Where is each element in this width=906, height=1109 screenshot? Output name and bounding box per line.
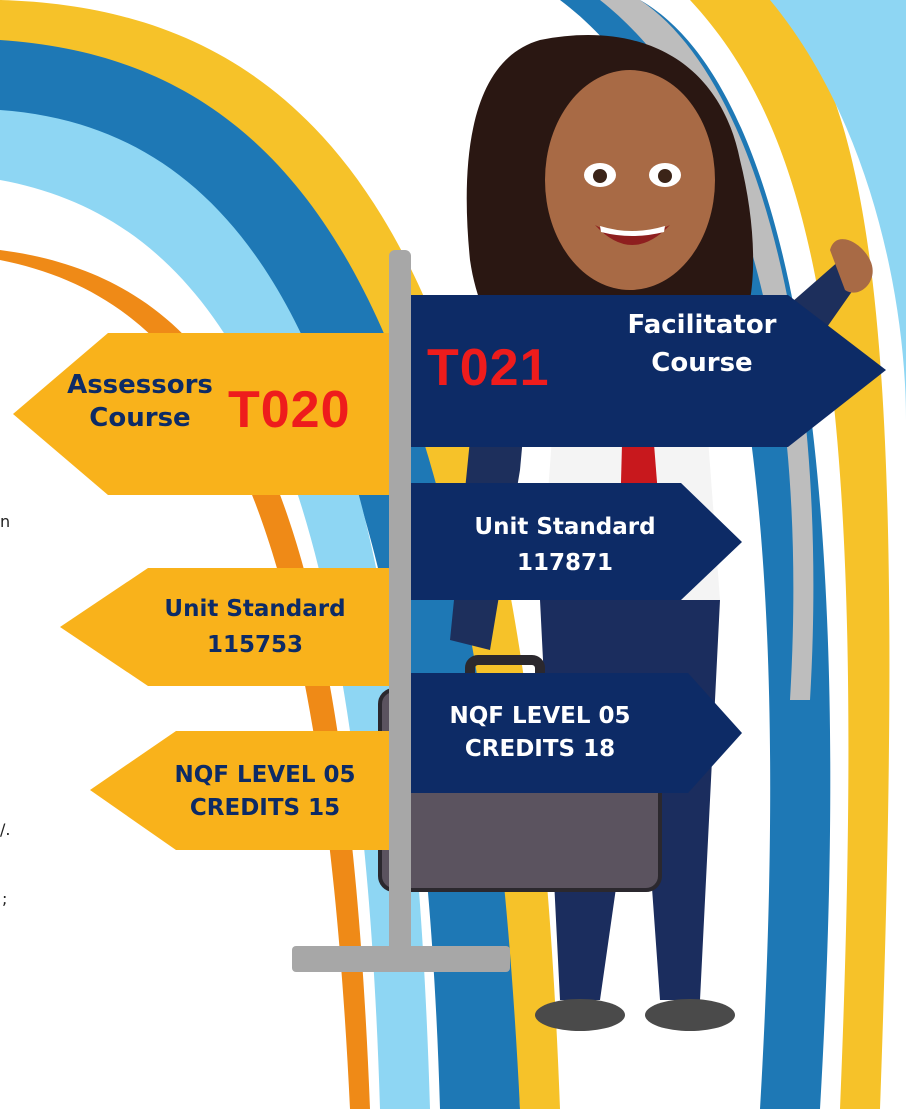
assessor-label-line1: Assessors [67,370,213,400]
facilitator-label-line1: Facilitator [627,310,777,340]
nqf-credits-15-label: NQF LEVEL 05 CREDITS 15 [140,759,390,826]
nqf-left-line1: NQF LEVEL 05 [174,762,356,788]
facilitator-course-label: Facilitator Course [612,307,792,382]
nqf-credits-15-sign [90,731,389,850]
nqf-right-line2: CREDITS 18 [464,736,616,763]
unit-standard-right-line1: Unit Standard [474,514,656,540]
unit-standard-115753-sign [60,568,389,686]
unit-standard-115753-label: Unit Standard 115753 [130,592,380,663]
facilitator-course-sign [411,295,886,447]
facilitator-course-code: T021 [427,339,550,397]
assessor-course-code: T020 [228,381,351,439]
unit-standard-right-line2: 117871 [516,549,614,576]
nqf-left-line2: CREDITS 15 [189,795,341,822]
facilitator-label-line2: Course [651,347,753,378]
signpost-pole [389,250,411,960]
assessor-course-sign [13,333,389,495]
clipped-text-fragment: /. [0,820,11,839]
nqf-right-line1: NQF LEVEL 05 [449,703,631,729]
signpost-base [292,946,510,972]
unit-standard-117871-sign [411,483,742,600]
unit-standard-left-line1: Unit Standard [164,596,346,622]
unit-standard-117871-label: Unit Standard 117871 [440,510,690,581]
assessor-course-label: Assessors Course [50,369,230,434]
unit-standard-left-line2: 115753 [206,631,304,658]
nqf-credits-18-sign [411,673,742,793]
nqf-credits-18-label: NQF LEVEL 05 CREDITS 18 [415,700,665,767]
assessor-label-line2: Course [89,402,191,433]
clipped-text-fragment: n [0,512,11,531]
clipped-text-fragment: ; [2,889,8,908]
